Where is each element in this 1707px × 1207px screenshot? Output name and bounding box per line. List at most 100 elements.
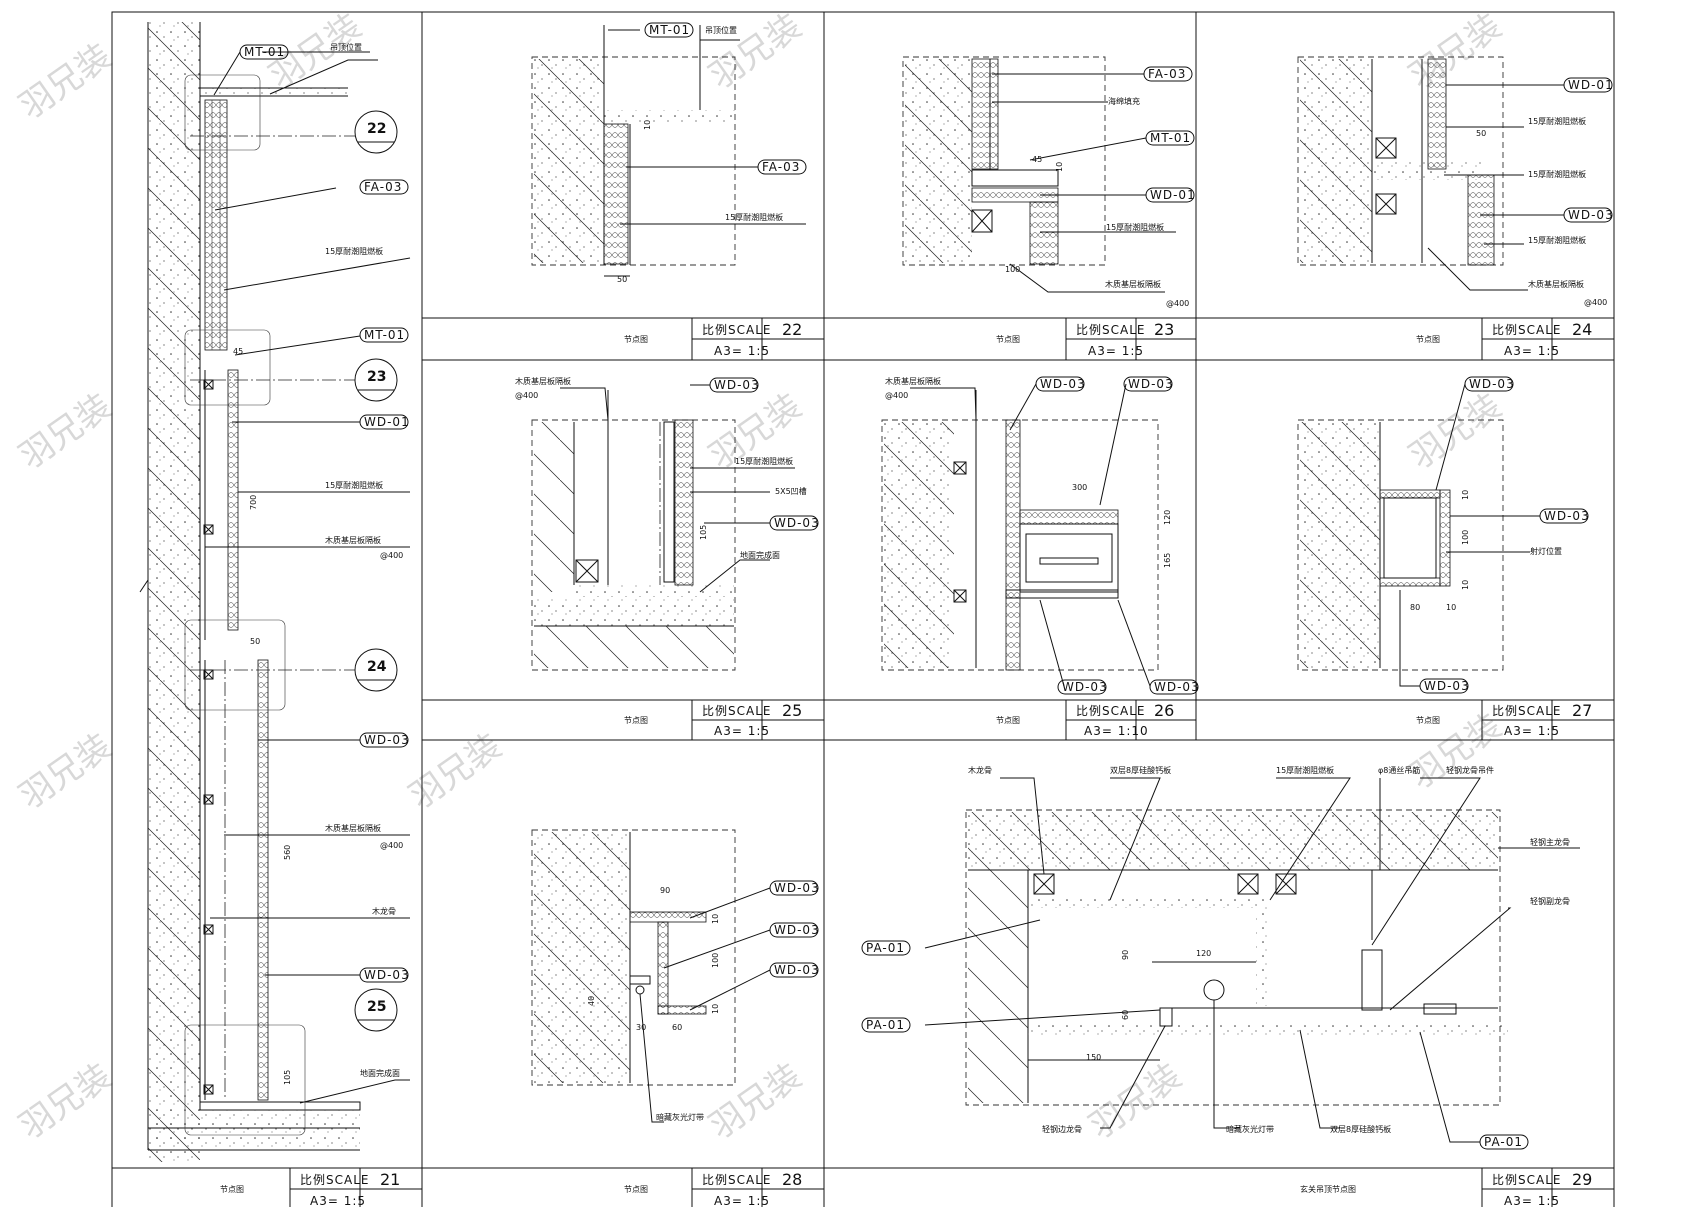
label-wd01: WD-01 [364,415,410,429]
dim-100: 100 [1005,265,1020,274]
note-sponge: 海绵填充 [1108,96,1140,106]
note-board15: 15厚耐潮阻燃板 [325,246,383,256]
label-wd03: WD-03 [714,378,760,392]
note-wood-base: 木质基层板隔板 [325,535,381,545]
note-lamp-hidden: 暗藏灰光灯带 [656,1112,704,1122]
dim-100: 100 [711,953,720,968]
title-21: 节点图 [220,1185,244,1194]
panel-number-23: 23 [1154,320,1174,339]
note-board15: 15厚耐潮阻燃板 [1276,765,1334,775]
note-lamp-pos: 吊顶位置 [705,25,737,35]
label-wd03: WD-03 [1154,680,1200,694]
dim-150: 150 [1086,1053,1101,1062]
panel-number-28: 28 [782,1170,802,1189]
note-wood-base: 木质基层板隔板 [885,376,941,386]
label-pa01: PA-01 [866,941,905,955]
scale-label-27: 比例SCALE [1492,704,1561,718]
scale-label-25: 比例SCALE [702,704,771,718]
label-wd03: WD-03 [774,963,820,977]
note-keel: 木龙骨 [968,765,992,775]
note-board15: 15厚耐潮阻燃板 [1528,116,1586,126]
detail-23: 45 10 100 FA-03 海绵填充 MT-01 WD-01 15厚耐潮阻燃… [902,56,1195,308]
note-sub-keel: 轻钢副龙骨 [1530,896,1570,906]
note-at400: @400 [380,551,403,560]
note-board15: 15厚耐潮阻燃板 [1528,169,1586,179]
note-gypsum: 双层8厚硅酸钙板 [1110,765,1171,775]
note-board15: 15厚耐潮阻燃板 [325,480,383,490]
dim-10: 10 [1055,162,1064,172]
title-22: 节点图 [624,335,648,344]
dim-560: 560 [283,845,292,860]
note-at400: @400 [515,391,538,400]
label-wd03: WD-03 [1128,377,1174,391]
title-28: 节点图 [624,1185,648,1194]
label-wd03: WD-03 [1469,377,1515,391]
dim-60: 60 [672,1023,682,1032]
dim-40: 40 [587,996,596,1006]
label-mt01: MT-01 [244,45,285,59]
note-main-keel: 轻钢主龙骨 [1530,837,1570,847]
dim-10: 10 [1446,603,1456,612]
label-wd03: WD-03 [1568,208,1614,222]
label-pa01: PA-01 [1484,1135,1523,1149]
note-at400: @400 [380,841,403,850]
scale-27: A3= 1:5 [1504,724,1560,738]
label-wd01: WD-01 [1568,78,1614,92]
bubble-23: 23 [367,369,386,385]
scale-21: A3= 1:5 [310,1194,366,1207]
dim-30: 30 [636,1023,646,1032]
note-wood-base: 木质基层板隔板 [1528,279,1584,289]
title-blocks: 节点图 比例SCALE A3= 1:5 21 节点图 比例SCALE A3= 1… [112,317,1614,1207]
title-29: 玄关吊顶节点图 [1300,1184,1356,1194]
note-board15: 15厚耐潮阻燃板 [1528,235,1586,245]
scale-label-29: 比例SCALE [1492,1173,1561,1187]
dim-120: 120 [1196,949,1211,958]
note-at400: @400 [1166,299,1189,308]
dim-165: 165 [1163,553,1172,568]
scale-label-24: 比例SCALE [1492,323,1561,337]
note-keel: 木龙骨 [372,906,396,916]
dim-105: 105 [283,1070,292,1085]
note-rod: φ8通丝吊筋 [1378,765,1420,775]
panel-number-25: 25 [782,701,802,720]
scale-24: A3= 1:5 [1504,344,1560,358]
dim-60: 60 [1121,1010,1130,1020]
scale-label-26: 比例SCALE [1076,704,1145,718]
scale-23: A3= 1:5 [1088,344,1144,358]
watermark: 羽兄装 [1082,1056,1188,1147]
dim-90: 90 [660,886,670,895]
bubble-22: 22 [367,121,386,137]
scale-label-23: 比例SCALE [1076,323,1145,337]
dim-90: 90 [1121,950,1130,960]
watermark: 羽兄装 [702,1056,808,1147]
dim-105: 105 [699,525,708,540]
detail-27: 10 100 10 80 10 WD-03 WD-03 射灯位置 WD-03 [1297,376,1589,694]
dim-50: 50 [617,275,627,284]
note-board15: 15厚耐潮阻燃板 [725,212,783,222]
dim-80: 80 [1410,603,1420,612]
title-27: 节点图 [1416,716,1440,725]
label-wd03: WD-03 [774,516,820,530]
label-fa03: FA-03 [762,160,800,174]
label-mt01: MT-01 [364,328,405,342]
panel-number-26: 26 [1154,701,1174,720]
scale-label-22: 比例SCALE [702,323,771,337]
scale-25: A3= 1:5 [714,724,770,738]
panel-number-24: 24 [1572,320,1592,339]
dim-10: 10 [711,1004,720,1014]
label-fa03: FA-03 [364,180,402,194]
dim-10: 10 [643,120,652,130]
note-at400: @400 [1584,298,1607,307]
dim-50: 50 [250,637,260,646]
watermark: 羽兄装 [12,726,118,817]
dim-10: 10 [1461,580,1470,590]
label-wd03: WD-03 [1424,679,1470,693]
label-wd03: WD-03 [1040,377,1086,391]
panel-number-29: 29 [1572,1170,1592,1189]
scale-22: A3= 1:5 [714,344,770,358]
note-wood-base: 木质基层板隔板 [325,823,381,833]
detail-26: 300 120 165 木质基层板隔板 @400 WD-03 WD-03 WD-… [881,376,1200,695]
dim-45: 45 [233,347,243,356]
label-fa03: FA-03 [1148,67,1186,81]
dim-45: 45 [1032,155,1042,164]
